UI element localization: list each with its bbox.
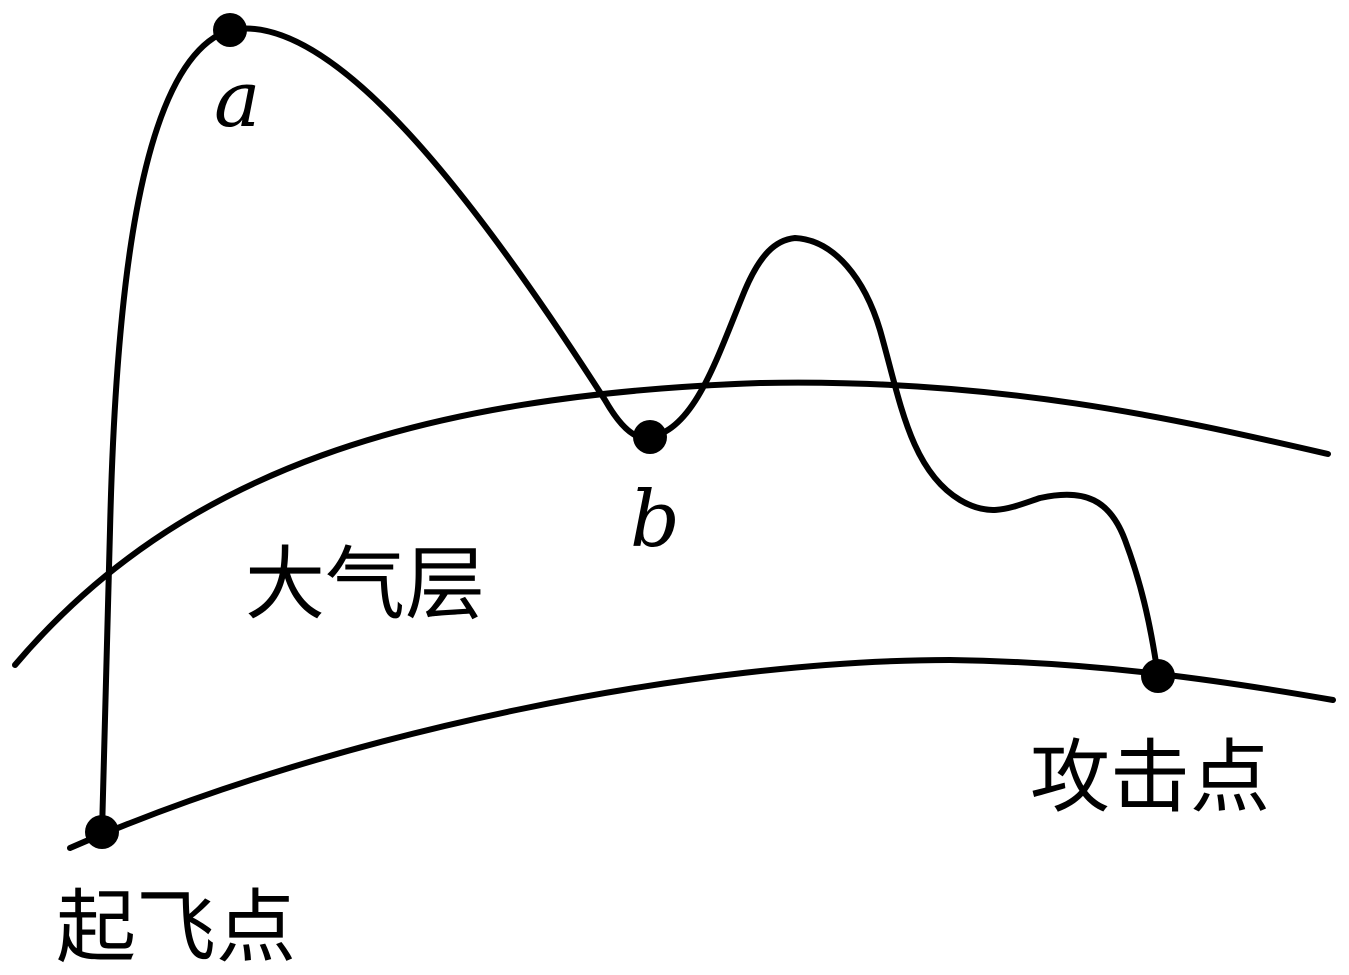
- launch-point-marker: [85, 815, 119, 849]
- strike-point-marker: [1141, 659, 1175, 693]
- atmosphere-label: 大气层: [245, 538, 485, 631]
- point-b-marker: [633, 420, 667, 454]
- point-b-label: b: [630, 475, 680, 565]
- strike-point-label: 攻击点: [1030, 731, 1270, 824]
- ground-lower-boundary: [67, 657, 1336, 851]
- flight-trajectory: [99, 25, 1161, 835]
- atmosphere-upper-boundary: [12, 379, 1331, 668]
- point-a-marker: [213, 13, 247, 47]
- launch-point-label: 起飞点: [56, 881, 296, 974]
- point-a-label: a: [214, 55, 261, 145]
